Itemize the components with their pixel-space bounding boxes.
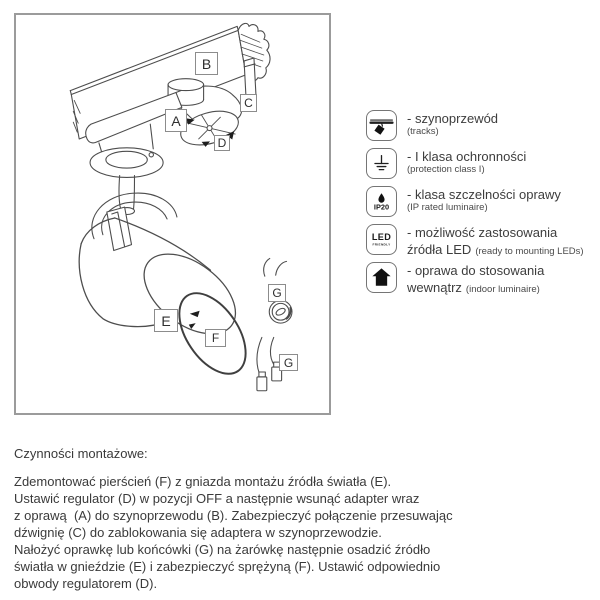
part-label-g2: G [279, 354, 298, 371]
arrow-marks [188, 310, 200, 330]
part-label-a: A [165, 109, 187, 132]
legend-sub-text: (IP rated luminaire) [407, 202, 488, 213]
legend-main-text: - I klasa ochronności [407, 149, 527, 164]
led-friendly-icon: LED FRIENDLY [366, 224, 397, 255]
legend-sub-text: (protection class I) [407, 164, 485, 175]
legend-sub-text: (ready to mounting LEDs) [475, 246, 584, 257]
legend-main-text-2: wewnątrz [407, 280, 462, 295]
legend-item-ip-rating: IP20 - klasa szczelności oprawy (IP rate… [366, 186, 561, 217]
ring-f-drawing [178, 292, 247, 375]
technical-drawing-frame: A B C D E F G G [14, 13, 331, 415]
led-icon-text: LED [372, 232, 391, 242]
legend-main-text-2: źródła LED [407, 242, 472, 257]
ip20-icon-text: IP20 [374, 202, 389, 211]
ip20-icon: IP20 [366, 186, 397, 217]
legend-item-indoor: - oprawa do stosowania wewnątrz(indoor l… [366, 262, 544, 297]
part-label-c: C [240, 94, 257, 112]
legend-main-text: - szynoprzewód [407, 111, 499, 126]
legend-item-led-ready: LED FRIENDLY - możliwość zastosowania źr… [366, 224, 584, 259]
track-icon [366, 110, 397, 141]
accessory-g-caps-drawing [256, 336, 283, 392]
legend-item-protection-class: - I klasa ochronności (protection class … [366, 148, 526, 179]
instructions-title: Czynności montażowe: [14, 446, 148, 461]
part-label-d: D [214, 135, 230, 151]
lever-c-drawing [243, 57, 257, 100]
part-label-g1: G [268, 284, 286, 302]
legend-sub-text: (tracks) [407, 126, 439, 137]
accessory-g-holder-drawing [263, 257, 293, 324]
led-icon-subtext: FRIENDLY [372, 243, 391, 247]
legend-sub-text: (indoor luminaire) [465, 284, 540, 295]
droplet-glyph [378, 193, 385, 203]
instructions-body: Zdemontować pierścień (F) z gniazda mont… [14, 474, 453, 591]
legend-main-text: - możliwość zastosowania [407, 225, 558, 240]
house-icon [366, 262, 397, 293]
earth-icon [366, 148, 397, 179]
mounting-instructions: Czynności montażowe: Zdemontować pierści… [14, 445, 580, 592]
yoke-drawing [91, 192, 178, 240]
part-label-b: B [195, 52, 218, 75]
part-label-e: E [154, 309, 178, 332]
legend-main-text: - klasa szczelności oprawy [407, 187, 561, 202]
part-label-f: F [205, 329, 226, 347]
legend-main-text: - oprawa do stosowania [407, 263, 545, 278]
legend-item-tracks: - szynoprzewód (tracks) [366, 110, 498, 141]
